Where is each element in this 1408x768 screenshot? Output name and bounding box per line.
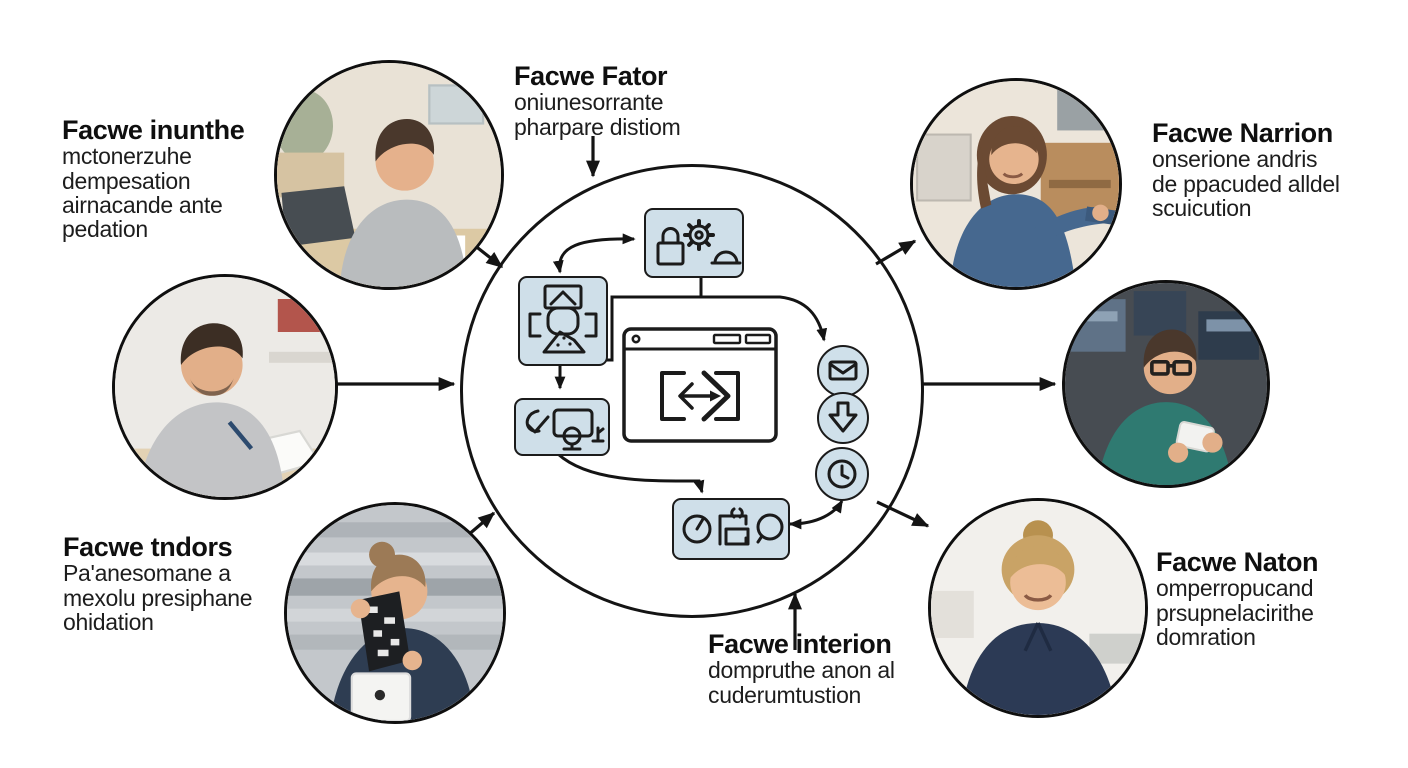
label-line: oniunesorrante (514, 89, 664, 116)
label-title: Facwe Narrion (1152, 118, 1333, 148)
lock-icon (656, 227, 685, 266)
label-line: onserione andris (1152, 146, 1318, 173)
label-line: prsupnelacirithe (1156, 599, 1314, 626)
label-line: de ppacuded alldel (1152, 170, 1340, 197)
label-line: mctonerzuhe (62, 143, 192, 170)
label-title: Facwe Fator (514, 61, 668, 91)
clock-icon (827, 459, 857, 489)
photo-top-right (910, 78, 1122, 290)
label-title: Facwe inunthe (62, 115, 245, 145)
security-settings-box (644, 208, 744, 278)
label-line: dempesation (62, 167, 191, 194)
photo-mid-right (1062, 280, 1270, 488)
label-line: Pa'anesomane a (63, 560, 231, 587)
label-title: Facwe tndors (63, 532, 233, 562)
label-title: Facwe Naton (1156, 547, 1319, 577)
gauge-icon (682, 514, 712, 544)
label-line: omperropucand (1156, 575, 1314, 602)
verify-display-box (514, 398, 610, 456)
envelope-icon (828, 360, 858, 381)
label-top-right: Facwe Narrion onserione andris de ppacud… (1152, 118, 1340, 222)
label-line: pharpare distiom (514, 113, 681, 140)
sync-arrow-icon (678, 370, 731, 422)
label-top-center: Facwe Fator oniunesorrante pharpare dist… (514, 62, 681, 139)
label-line: cuderumtustion (708, 681, 862, 708)
label-line: pedation (62, 216, 148, 243)
photo-bottom-left (284, 502, 506, 724)
label-title: Facwe interion (708, 629, 892, 659)
envelope-circle (817, 345, 869, 397)
label-bottom-right: Facwe Naton omperropucand prsupnelacirit… (1156, 547, 1319, 651)
photo-bottom-right (928, 498, 1148, 718)
label-line: mexolu presiphane (63, 584, 253, 611)
gear-icon (683, 219, 715, 251)
speech-bubble-icon (756, 513, 784, 544)
download-circle (817, 392, 869, 444)
clock-circle (815, 447, 869, 501)
label-line: airnacande ante (62, 192, 223, 219)
label-line: ohidation (63, 609, 154, 636)
check-swirl-icon (525, 409, 550, 434)
label-line: dompruthe anon al (708, 657, 895, 684)
photo-mid-left (112, 274, 338, 500)
browser-sync-window (622, 327, 778, 443)
metrics-output-box (672, 498, 790, 560)
image-crop-icon (528, 284, 598, 354)
label-line: scuicution (1152, 195, 1252, 222)
image-review-box (518, 276, 608, 366)
download-arrow-icon (828, 401, 858, 433)
dome-icon (710, 250, 742, 265)
label-top-left: Facwe inunthe mctonerzuhe dempesation ai… (62, 115, 245, 243)
printer-icon (718, 507, 750, 546)
label-bottom-left: Facwe tndors Pa'anesomane a mexolu presi… (63, 532, 253, 636)
photo-top-left (274, 60, 504, 290)
label-line: domration (1156, 624, 1256, 651)
label-bottom-center: Facwe interion dompruthe anon al cuderum… (708, 630, 895, 707)
monitor-user-icon (552, 408, 605, 451)
